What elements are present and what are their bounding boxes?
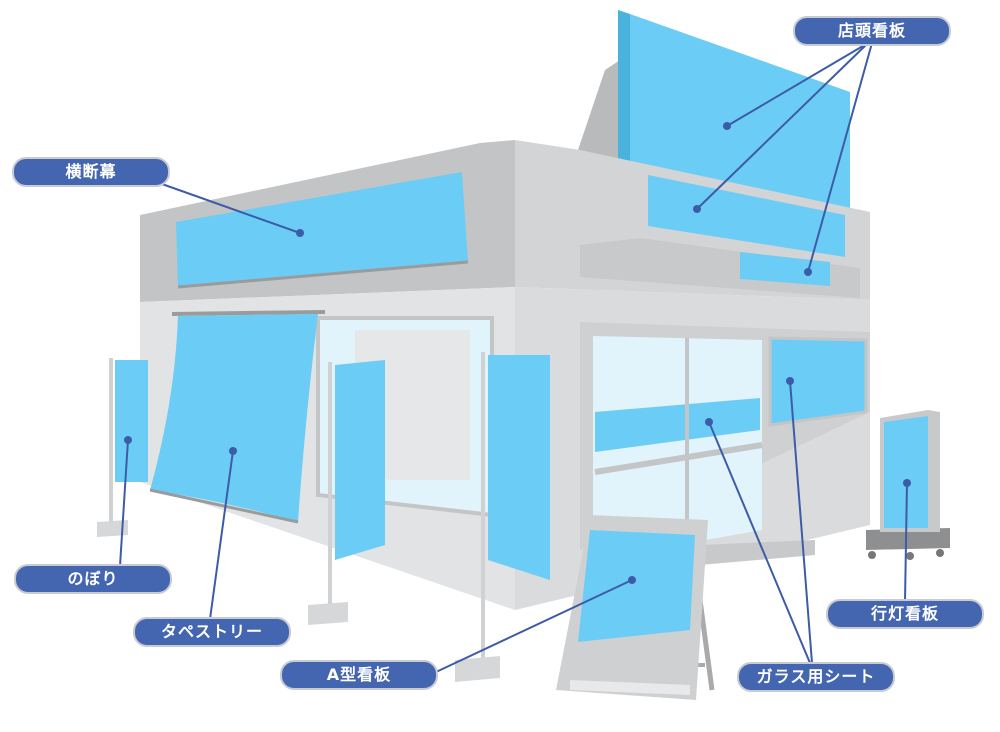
andon-sign-cart	[866, 528, 950, 550]
a-frame-sign-face	[578, 530, 695, 642]
nobori-flag-3	[488, 355, 550, 580]
label-banner: 横断幕	[12, 157, 170, 187]
rooftop-sign-side	[618, 10, 630, 162]
label-nobori-flag: のぼり	[14, 564, 172, 594]
label-tapestry: タペストリー	[133, 617, 291, 647]
andon-sign-face	[884, 416, 928, 528]
fascia-sign	[648, 175, 845, 257]
leader-lines	[119, 42, 908, 673]
label-a-frame-sign: A型看板	[280, 660, 438, 690]
rooftop-sign-support	[578, 60, 620, 160]
leader-points	[124, 122, 911, 584]
canopy	[580, 238, 860, 298]
nobori-flag-1	[115, 360, 148, 482]
tapestry	[150, 314, 318, 522]
label-andon-sign: 行灯看板	[826, 599, 984, 629]
label-storefront-sign: 店頭看板	[793, 16, 951, 46]
rooftop-sign	[630, 14, 850, 212]
label-glass-sheet: ガラス用シート	[737, 662, 895, 692]
banner	[176, 172, 468, 287]
nobori-flag-2	[335, 360, 385, 560]
glass-door	[593, 336, 762, 560]
canopy-sign	[740, 252, 830, 286]
glass-sheet	[595, 398, 760, 452]
window-sheet	[768, 336, 868, 427]
